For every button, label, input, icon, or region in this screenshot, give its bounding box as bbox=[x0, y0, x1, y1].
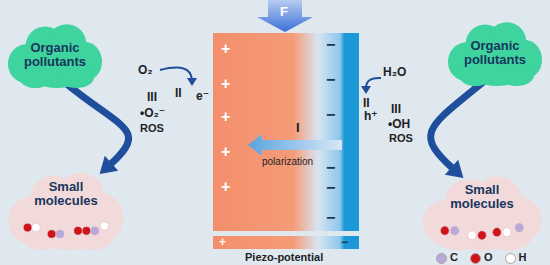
diagram-label: + bbox=[219, 236, 226, 248]
cloud-label: Organic pollutants bbox=[20, 41, 90, 70]
cloud-node: Organic pollutants bbox=[6, 22, 104, 88]
diagram-label: III bbox=[147, 91, 157, 103]
arrow-head bbox=[361, 86, 371, 94]
cloud-node: Small molecules bbox=[420, 174, 544, 251]
diagram-label: II bbox=[363, 97, 370, 109]
atom-dot bbox=[32, 224, 40, 232]
cloud-lobe bbox=[499, 64, 534, 86]
legend-swatch bbox=[470, 253, 481, 264]
atom-dot bbox=[100, 222, 108, 230]
diagram-label: + bbox=[221, 76, 230, 92]
diagram-label: O₂ bbox=[138, 64, 153, 76]
pathway-curve bbox=[67, 84, 129, 165]
diagram-label: Piezo-potential bbox=[245, 252, 323, 263]
pathway-arrow bbox=[431, 82, 484, 178]
cloud-lobe bbox=[435, 220, 480, 251]
piezo-crystal bbox=[213, 33, 359, 231]
diagram-label: − bbox=[326, 180, 335, 196]
diagram-label: − bbox=[326, 72, 335, 88]
diagram-label: − bbox=[326, 210, 335, 226]
atom-dot bbox=[451, 226, 459, 235]
legend-swatch bbox=[505, 253, 516, 264]
cloud-lobe bbox=[487, 225, 532, 251]
atom-dot bbox=[503, 228, 511, 237]
atom-dot bbox=[493, 228, 501, 237]
diagram-label: e⁻ bbox=[196, 90, 209, 102]
diagram-label: H₂O bbox=[383, 66, 406, 78]
polarization-arrow bbox=[248, 134, 342, 156]
diagram-label: •OH bbox=[388, 118, 410, 130]
cloud-lobe bbox=[59, 66, 94, 88]
cloud-lobe bbox=[20, 218, 63, 250]
diagram-label: I bbox=[296, 121, 300, 134]
cloud-node: Organic pollutants bbox=[446, 20, 544, 86]
diagram-label: + bbox=[221, 179, 230, 195]
diagram-label: III bbox=[391, 103, 401, 115]
atom-dot bbox=[74, 227, 82, 235]
atom-dot bbox=[48, 230, 56, 238]
atom-dot bbox=[468, 231, 476, 240]
diagram-label: polarization bbox=[262, 157, 313, 167]
atom-dot bbox=[56, 230, 64, 238]
atom-dot bbox=[24, 224, 32, 232]
potential-strip bbox=[213, 236, 359, 249]
cloud-label: Organic pollutants bbox=[460, 39, 530, 68]
pathway-curve bbox=[431, 82, 484, 169]
cloud-label: Small molecules bbox=[18, 180, 114, 209]
pathway-arrow bbox=[67, 84, 129, 174]
diagram-label: F bbox=[280, 5, 288, 18]
atom-dot bbox=[82, 227, 90, 235]
arrow-head bbox=[445, 160, 464, 178]
diagram-label: + bbox=[221, 41, 230, 57]
legend-text: O bbox=[484, 252, 493, 263]
cloud-node: Small molecules bbox=[6, 170, 126, 250]
diagram-label: − bbox=[326, 37, 335, 53]
diagram-label: ROS bbox=[389, 133, 413, 144]
legend-text: C bbox=[450, 252, 458, 263]
cloud-label: Small molecules bbox=[432, 183, 532, 212]
force-arrow bbox=[257, 0, 313, 32]
diagram-label: ROS bbox=[140, 123, 164, 134]
legend-text: H bbox=[519, 252, 527, 263]
diagram-label: + bbox=[221, 109, 230, 125]
legend-swatch bbox=[436, 253, 447, 264]
diagram-label: − bbox=[341, 236, 348, 248]
diagram-label: II bbox=[175, 87, 182, 99]
diagram-label: •O₂⁻ bbox=[140, 107, 165, 119]
diagram-label: + bbox=[221, 144, 230, 160]
diagram-label: h⁺ bbox=[364, 110, 378, 122]
diagram-label: − bbox=[326, 107, 335, 123]
atom-dot bbox=[91, 227, 99, 235]
atom-dot bbox=[441, 226, 449, 235]
diagram-label: − bbox=[326, 160, 335, 176]
atom-dot bbox=[478, 231, 486, 240]
arrow-head bbox=[100, 156, 119, 174]
atom-dot bbox=[515, 223, 523, 232]
arrow-head bbox=[187, 78, 197, 86]
